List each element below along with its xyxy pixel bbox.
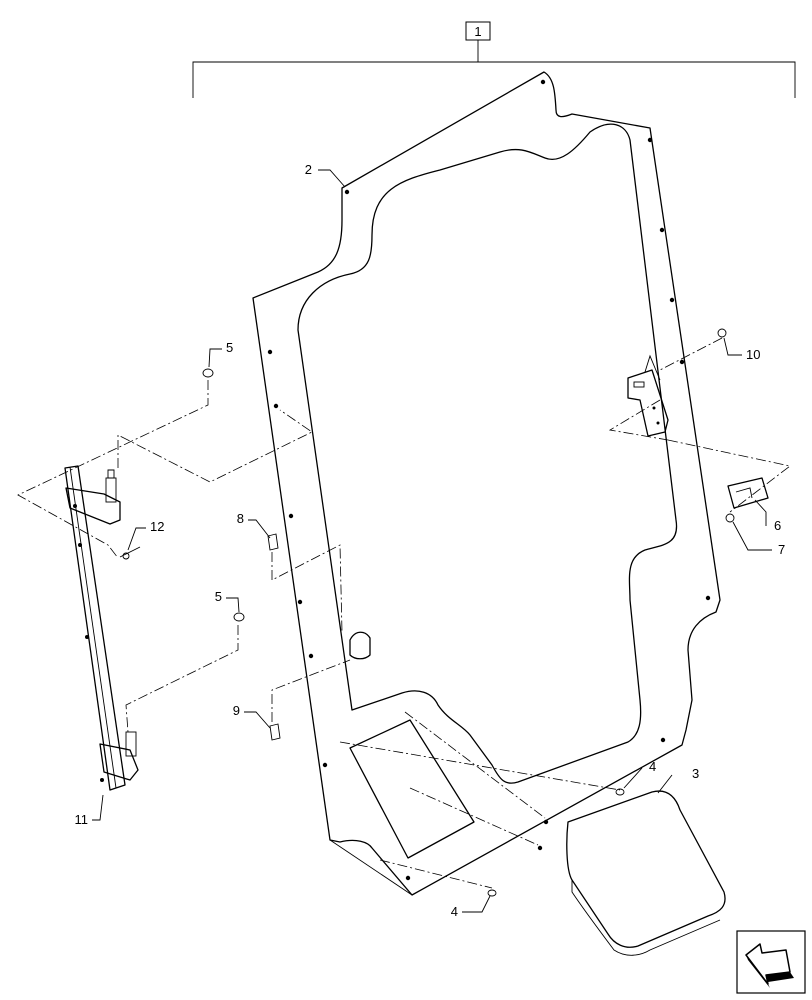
- callout-10: 10: [746, 347, 760, 362]
- assembly-bracket: 1: [192, 21, 796, 98]
- callout-11: 11: [75, 812, 89, 827]
- callout-9: 9: [233, 703, 240, 718]
- callout-8: 8: [237, 511, 244, 526]
- latch-striker: [727, 477, 769, 509]
- callout-6: 6: [774, 518, 781, 533]
- hardware: [119, 328, 735, 897]
- callout-3: 3: [692, 766, 699, 781]
- callout-2: 2: [305, 162, 312, 177]
- frame-holes: [267, 79, 711, 881]
- hinge-bar: [64, 465, 139, 791]
- callout-5-upper: 5: [226, 340, 233, 355]
- callout-assembly: 1: [474, 24, 481, 39]
- callout-5-lower: 5: [215, 589, 222, 604]
- alignment-lines: [17, 337, 791, 889]
- latch-plate: [627, 354, 669, 437]
- callout-4-lower: 4: [451, 904, 458, 919]
- callout-4-upper: 4: [649, 759, 656, 774]
- callout-12: 12: [150, 519, 164, 534]
- callout-labels: 2 3 4 4 5 5 6 7 8 9 10 11 12: [75, 162, 786, 919]
- callout-7: 7: [778, 542, 785, 557]
- arrow-navigation-icon[interactable]: [736, 930, 806, 994]
- door-frame: [252, 71, 721, 896]
- pad: [566, 790, 726, 956]
- callout-leaders: [92, 169, 772, 913]
